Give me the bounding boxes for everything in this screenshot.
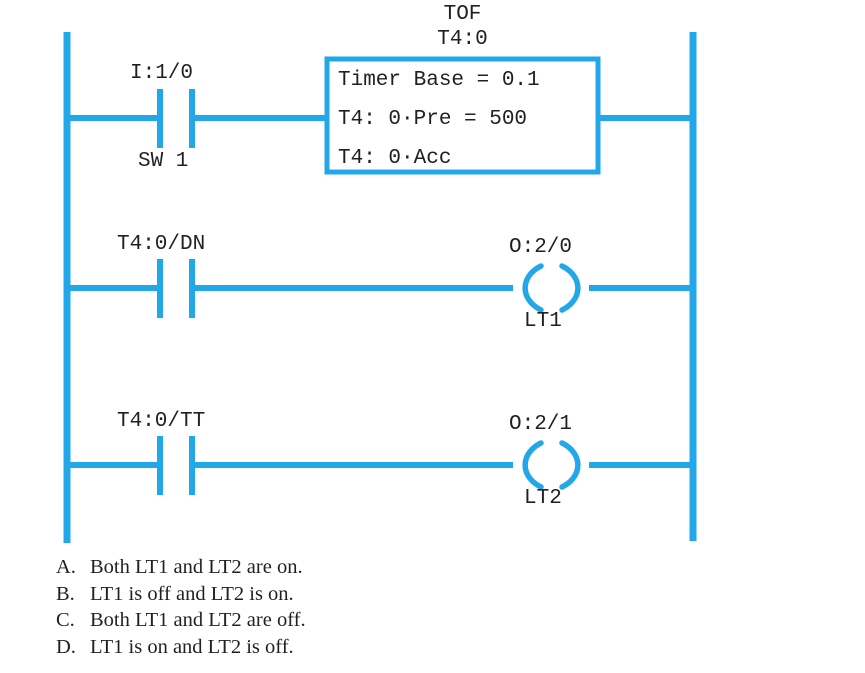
rung-3-coil-arc-right [559,440,581,490]
rung-2-coil-tag: O:2/0 [509,236,573,259]
timer-address: T4:0 [437,28,488,51]
rung-3-contact-tag: T4:0/TT [117,410,206,433]
rung-1-graphics [67,56,693,175]
rung-1-contact-device: SW 1 [138,150,189,173]
timer-instruction-box [324,56,601,175]
rung-3-coil-device: LT2 [524,487,562,510]
timer-base-line: Timer Base = 0.1 [338,69,540,92]
rung-2-coil-device: LT1 [524,310,562,333]
answer-choice-d-letter: D. [56,635,76,658]
timer-accumulated-line: T4: 0·Acc [338,147,452,170]
rung-3-coil-arc-left [522,440,544,490]
answer-choice-c-text: Both LT1 and LT2 are off. [90,609,306,631]
answer-choice-b[interactable]: B. LT1 is off and LT2 is on. [56,581,576,608]
timer-instruction-type: TOF [443,3,482,26]
rung-2-coil-arc-left [522,263,544,313]
answer-choice-c-letter: C. [56,609,75,631]
rung-2-contact-tag: T4:0/DN [117,233,206,256]
answer-choice-c[interactable]: C. Both LT1 and LT2 are off. [56,607,576,634]
timer-preset-line: T4: 0·Pre = 500 [338,108,528,131]
answer-choice-b-letter: B. [56,582,75,605]
answer-choice-list: A. Both LT1 and LT2 are on. B. LT1 is of… [56,554,576,660]
answer-choice-a-letter: A. [56,556,76,578]
ladder-diagram-graphics [63,32,697,543]
rung-3-coil-tag: O:2/1 [509,413,573,436]
answer-choice-a[interactable]: A. Both LT1 and LT2 are on. [56,554,576,581]
answer-choice-d-text: LT1 is on and LT2 is off. [90,635,294,658]
answer-choice-b-text: LT1 is off and LT2 is on. [90,582,294,605]
answer-choice-a-text: Both LT1 and LT2 are on. [90,556,303,578]
answer-choice-d[interactable]: D. LT1 is on and LT2 is off. [56,634,576,661]
rung-3-graphics [67,436,693,495]
rung-2-coil-arc-right [559,263,581,313]
rung-2-graphics [67,259,693,318]
rung-1-contact-tag: I:1/0 [130,62,194,85]
